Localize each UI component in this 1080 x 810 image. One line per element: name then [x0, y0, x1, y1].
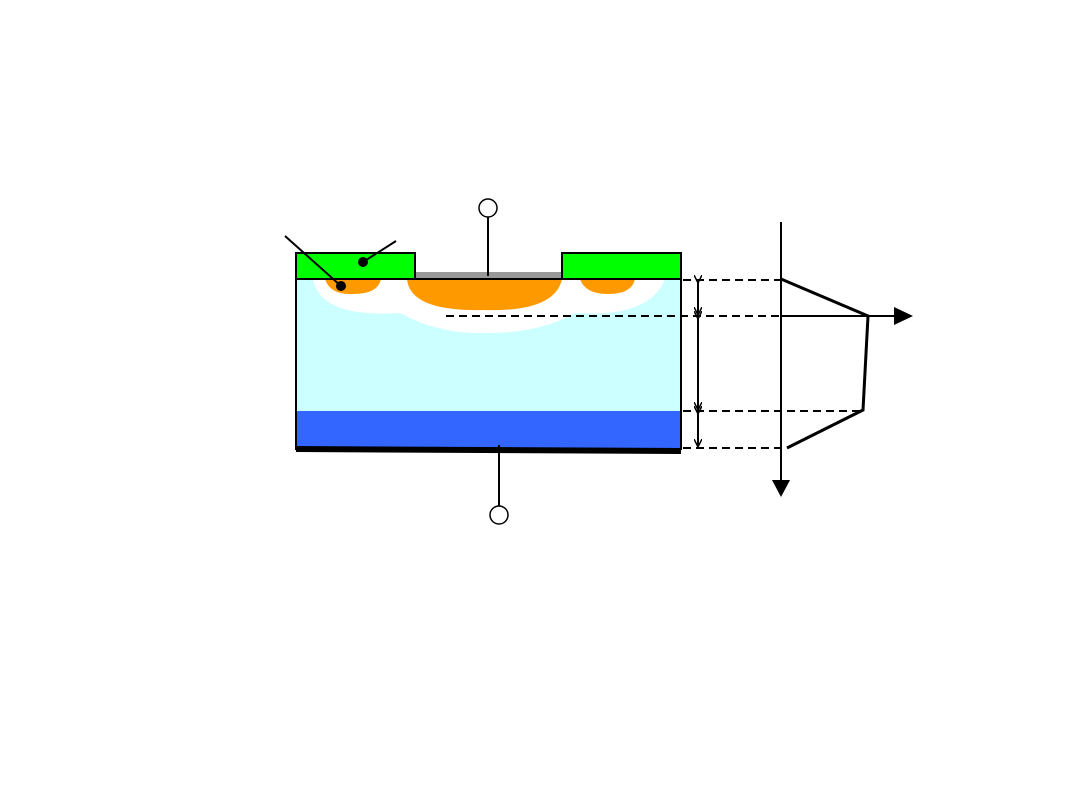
oxide-left: [295, 252, 416, 280]
n-plus-layer: [296, 411, 681, 448]
bottom-terminal: [489, 505, 509, 525]
p-well-center: [407, 279, 562, 311]
p-well-right: [580, 279, 635, 294]
bottom-contact: [296, 446, 681, 454]
field-profile: [780, 277, 870, 450]
leader-dot: [358, 257, 368, 267]
oxide-right: [561, 252, 682, 280]
field-axis-arrow-icon: [894, 307, 913, 325]
depth-axis-arrow-icon: [772, 480, 790, 497]
leader-line: [284, 235, 342, 287]
leader-line: [362, 240, 397, 263]
top-terminal: [478, 198, 498, 218]
leader-dot: [336, 281, 346, 291]
